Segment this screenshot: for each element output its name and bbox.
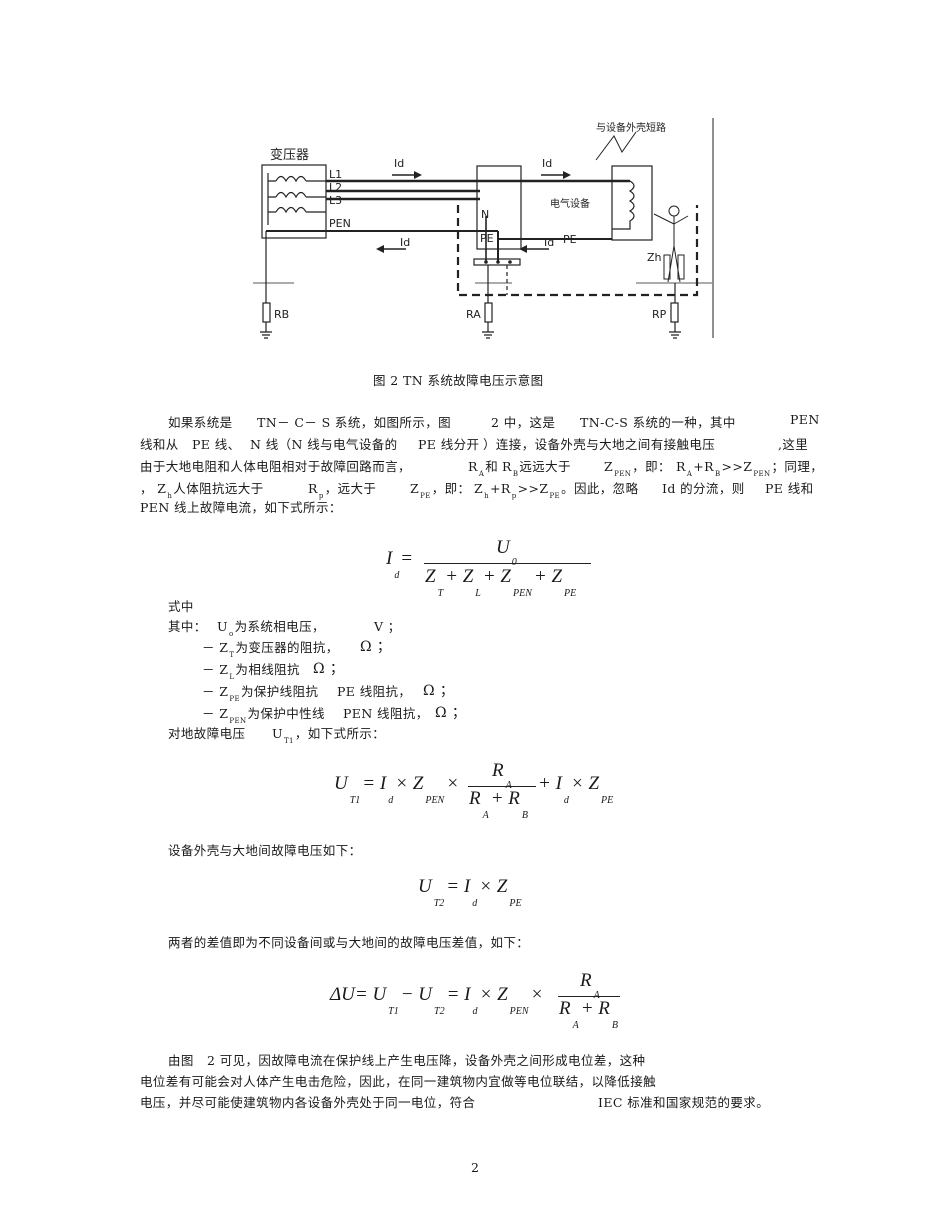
- label-l2: L2: [329, 181, 342, 194]
- figure-caption: 图 2 TN 系统故障电压示意图: [373, 373, 544, 388]
- resistor-ra: [484, 302, 493, 323]
- label-id-1: Id: [394, 157, 404, 170]
- terminal-bar: [473, 258, 521, 266]
- resistor-rp: [670, 302, 679, 323]
- label-l1: L1: [329, 168, 342, 181]
- page-number: 2: [471, 1160, 480, 1175]
- label-id-2: Id: [542, 157, 552, 170]
- equipment-coil: [612, 180, 635, 230]
- label-ra: RA: [466, 308, 481, 321]
- label-transformer: 变压器: [270, 147, 309, 163]
- tn-system-diagram: 变压器 L1 L2 L3 PEN Id Id Id Id N PE PE 电气设…: [253, 118, 714, 339]
- label-pe-line: PE: [563, 233, 577, 246]
- person-figure: [653, 205, 689, 283]
- label-id-3: Id: [400, 236, 410, 249]
- ut2-intro: 设备外壳与大地间故障电压如下：: [168, 843, 362, 858]
- equipment-box: [611, 165, 653, 241]
- distribution-box: [476, 165, 522, 250]
- label-zh: Zh: [647, 251, 662, 264]
- delta-u-intro: 两者的差值即为不同设备间或与大地间的故障电压差值，如下：: [168, 935, 530, 950]
- transformer-coils: [267, 173, 326, 225]
- label-pen: PEN: [329, 217, 351, 230]
- label-rb: RB: [274, 308, 289, 321]
- label-l3: L3: [329, 194, 342, 207]
- resistor-rb: [262, 302, 271, 323]
- transformer-box: [261, 164, 327, 239]
- label-pe-box: PE: [480, 232, 494, 245]
- label-n: N: [481, 208, 489, 221]
- short-circuit-pointer: [595, 131, 637, 161]
- label-short-circuit: 与设备外壳短路: [596, 121, 666, 134]
- label-rp: RP: [652, 308, 667, 321]
- equipotential-boundary: [456, 205, 699, 297]
- label-equipment: 电气设备: [550, 197, 590, 210]
- label-id-4: Id: [544, 236, 554, 249]
